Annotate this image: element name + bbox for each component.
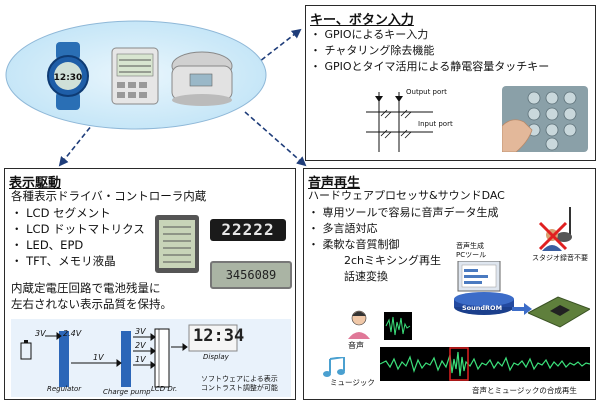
audio-sub-item-2: 話速変換 [344, 270, 388, 283]
studio-mic-icon [538, 207, 572, 251]
segment-led-digits: 22222 [221, 220, 275, 239]
audio-subtitle: ハードウェアプロセッサ&サウンドDAC [308, 189, 505, 202]
soundrom-label: SoundROM [462, 304, 503, 312]
regulator-label: Regulator [47, 385, 82, 393]
dot-matrix-lcd-icon [155, 215, 199, 273]
key-item-3: ・ GPIOとタイマ活用による静電容量タッチキー [310, 60, 550, 73]
display-item-4: ・ TFT、メモリ液晶 [11, 254, 116, 268]
lcd-driver-label: LCD Dr. [151, 385, 178, 393]
charge-pump-label: Charge pump [103, 388, 151, 396]
audio-item-3: ・ 柔軟な音質制御 [308, 238, 400, 251]
v-in-label: 3V [35, 329, 46, 338]
segment-led-display: 22222 [210, 219, 286, 241]
display-note-1: 内蔵定電圧回路で電池残量に [11, 281, 161, 295]
voice-label: 音声 [348, 341, 364, 350]
audio-item-2: ・ 多言語対応 [308, 222, 378, 235]
voice-waveform-icon [384, 312, 412, 340]
music-label: ミュージック [330, 378, 375, 387]
display-note-2: 左右されない表示品質を保持。 [11, 297, 172, 311]
v-1v-label-b: 1V [135, 355, 146, 364]
arrow-to-audio-box [244, 111, 307, 167]
key-matrix-diagram [366, 92, 433, 152]
display-item-1: ・ LCD セグメント [11, 206, 111, 220]
meter-icon [111, 47, 159, 105]
display-label: Display [203, 353, 229, 361]
key-item-2: ・ チャタリング除去機能 [310, 44, 435, 57]
audio-item-1: ・ 専用ツールで容易に音声データ生成 [308, 206, 499, 219]
v-2v-label: 2V [135, 341, 146, 350]
svg-text:12:30: 12:30 [54, 73, 83, 83]
audio-playback-box: 音声再生 ハードウェアプロセッサ&サウンドDAC ・ 専用ツールで容易に音声デー… [303, 168, 596, 400]
v-3v-label: 3V [135, 327, 146, 336]
display-box-title: 表示駆動 [9, 176, 62, 191]
display-subtitle: 各種表示ドライバ・コントローラ内蔵 [11, 189, 207, 203]
touch-keypad-icon [502, 86, 588, 152]
device-ellipse: 12:30 [4, 18, 268, 132]
chip-board-icon [528, 296, 590, 328]
arrow-to-board [512, 303, 532, 315]
display-item-3: ・ LED、EPD [11, 238, 84, 252]
tool-label-2: PCツール [456, 251, 487, 259]
output-port-label: Output port [406, 88, 447, 96]
v-1v-label-a: 1V [93, 353, 104, 362]
tool-label-1: 音声生成 [456, 242, 484, 250]
segment-lcd-display: 3456089 [210, 261, 292, 289]
display-time: 12:34 [193, 326, 245, 346]
audio-sub-item-1: 2chミキシング再生 [344, 254, 442, 267]
key-input-box: キー、ボタン入力 ・ GPIOによるキー入力 ・ チャタリング除去機能 ・ GP… [305, 5, 596, 161]
software-note-1: ソフトウェアによる表示 [201, 375, 278, 383]
watch-icon: 12:30 [47, 42, 89, 110]
display-item-2: ・ LCD ドットマトリクス [11, 222, 145, 236]
v-reg-label: 2.4V [63, 329, 82, 338]
mixed-waveform [380, 347, 590, 381]
arrow-to-key-box [254, 28, 302, 66]
input-port-label: Input port [418, 120, 453, 128]
key-item-1: ・ GPIOによるキー入力 [310, 28, 429, 41]
charge-pump-diagram [11, 319, 291, 397]
software-note-2: コントラスト調整が可能 [201, 384, 278, 392]
key-box-title: キー、ボタン入力 [310, 13, 414, 28]
mix-label: 音声とミュージックの合成再生 [472, 386, 577, 395]
music-note-icon [323, 357, 345, 377]
voice-person-icon [348, 310, 370, 339]
display-drive-box: 表示駆動 各種表示ドライバ・コントローラ内蔵 ・ LCD セグメント ・ LCD… [4, 168, 296, 400]
studio-label: スタジオ録音不要 [532, 254, 588, 262]
segment-lcd-number: 3456089 [225, 268, 277, 282]
rice-cooker-icon [171, 51, 233, 106]
audio-box-title: 音声再生 [308, 176, 361, 191]
pc-tool-icon [454, 261, 514, 315]
